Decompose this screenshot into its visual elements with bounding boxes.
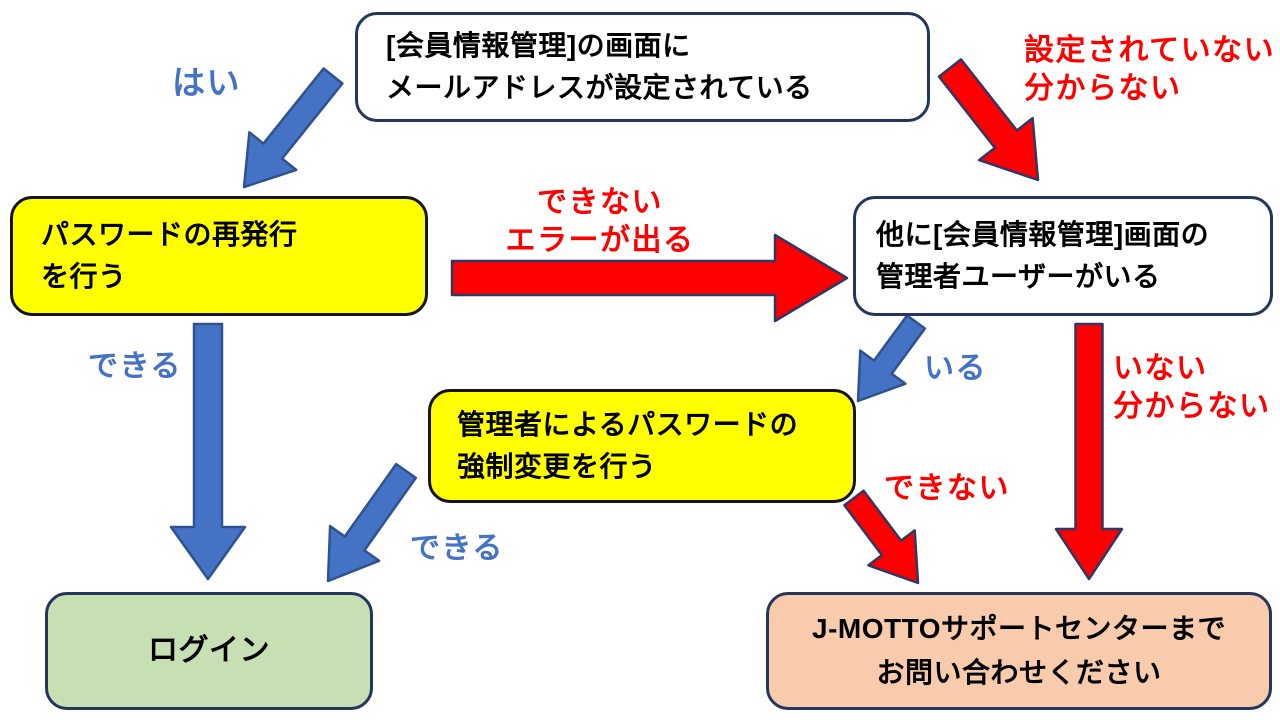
edge-label-line: 設定されていない bbox=[1024, 34, 1276, 67]
node-login: ログイン bbox=[45, 592, 373, 710]
node-admin-force-change: 管理者によるパスワードの 強制変更を行う bbox=[428, 389, 856, 503]
node-text-line: を行う bbox=[41, 261, 127, 292]
arrow-exists bbox=[856, 314, 927, 403]
node-text-line: 他に[会員情報管理]画面の bbox=[876, 219, 1210, 250]
node-password-reissue: パスワードの再発行 を行う bbox=[10, 196, 428, 316]
edge-label-cannot-error: できない エラーが出る bbox=[480, 184, 720, 260]
edge-label-not-set: 設定されていない 分からない bbox=[1024, 32, 1275, 108]
edge-label-line: 分からない bbox=[1024, 72, 1182, 105]
edge-label-yes: はい bbox=[172, 64, 241, 101]
node-email-address-set: [会員情報管理]の画面に メールアドレスが設定されている bbox=[355, 12, 930, 122]
edge-label-can-mid: できる bbox=[410, 532, 504, 565]
edge-label-can-left: できる bbox=[88, 350, 182, 383]
node-text-line: メールアドレスが設定されている bbox=[386, 72, 813, 103]
node-text-line: パスワードの再発行 bbox=[41, 219, 298, 250]
edge-label-exists: いる bbox=[924, 352, 987, 385]
edge-label-line: 分からない bbox=[1113, 390, 1271, 423]
node-other-admin-user: 他に[会員情報管理]画面の 管理者ユーザーがいる bbox=[853, 196, 1273, 316]
node-text-line: J-MOTTOサポートセンターまで bbox=[812, 613, 1226, 644]
arrow-can-left bbox=[169, 322, 247, 581]
node-text-line: お問い合わせください bbox=[876, 657, 1162, 688]
node-text-line: 管理者によるパスワードの bbox=[457, 409, 799, 440]
edge-label-line: いない bbox=[1113, 352, 1208, 385]
node-text-line: ログイン bbox=[148, 634, 270, 667]
node-text-line: 管理者ユーザーがいる bbox=[876, 261, 1161, 292]
edge-label-line: できない bbox=[537, 186, 663, 219]
arrow-can-mid bbox=[326, 462, 418, 583]
node-text-line: [会員情報管理]の画面に bbox=[386, 30, 691, 61]
edge-label-not-exists: いない 分からない bbox=[1113, 350, 1271, 426]
node-support-center: J-MOTTOサポートセンターまで お問い合わせください bbox=[766, 592, 1272, 710]
node-text-line: 強制変更を行う bbox=[457, 451, 657, 482]
arrow-yes bbox=[242, 67, 344, 189]
edge-label-cannot: できない bbox=[884, 472, 1010, 505]
edge-label-line: エラーが出る bbox=[505, 224, 695, 257]
